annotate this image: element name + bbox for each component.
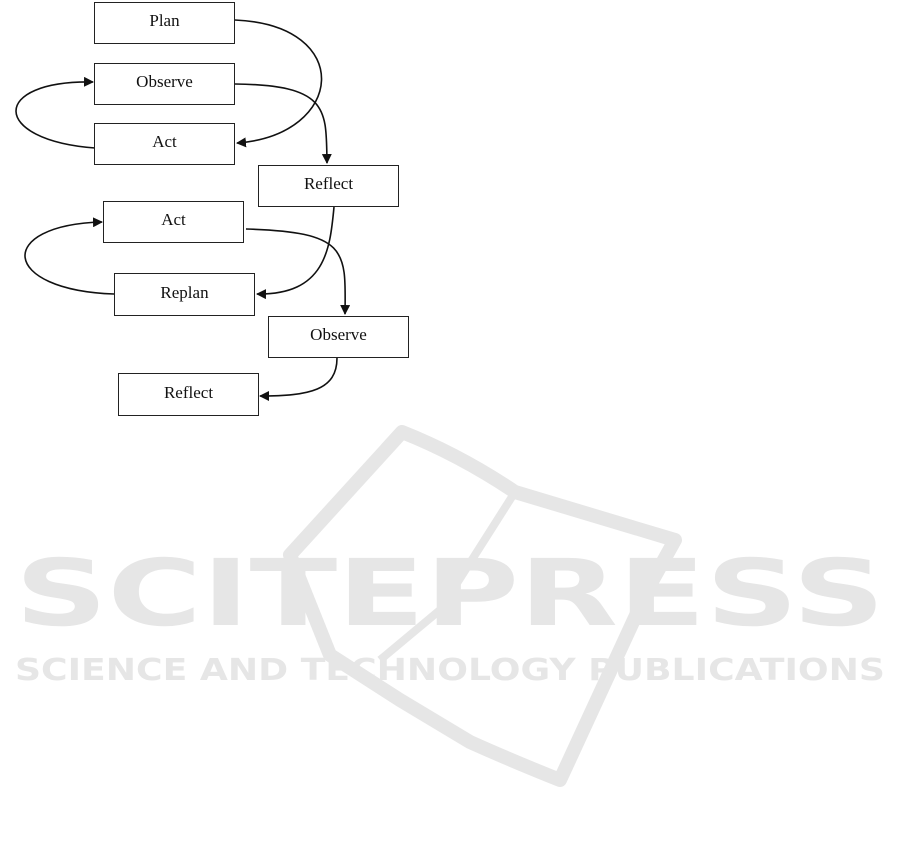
node-act: Act <box>94 123 235 165</box>
node-plan: Plan <box>94 2 235 44</box>
edge-act-to-observe-2 <box>246 229 345 314</box>
node-reflect-label: Reflect <box>304 174 353 194</box>
node-act-2-label: Act <box>161 210 186 230</box>
node-reflect-2-label: Reflect <box>164 383 213 403</box>
edge-act-to-observe <box>16 82 95 148</box>
node-observe-2-label: Observe <box>310 325 367 345</box>
edge-observe-to-reflect-2 <box>260 358 337 396</box>
edge-plan-to-act <box>235 20 322 143</box>
node-replan: Replan <box>114 273 255 316</box>
node-observe: Observe <box>94 63 235 105</box>
node-replan-label: Replan <box>160 283 208 303</box>
node-act-2: Act <box>103 201 244 243</box>
node-observe-label: Observe <box>136 72 193 92</box>
node-observe-2: Observe <box>268 316 409 358</box>
edge-reflect-to-replan <box>257 207 334 294</box>
node-reflect: Reflect <box>258 165 399 207</box>
node-act-label: Act <box>152 132 177 152</box>
node-plan-label: Plan <box>149 11 179 31</box>
node-reflect-2: Reflect <box>118 373 259 416</box>
edge-replan-to-act <box>25 222 114 294</box>
edge-observe-to-reflect <box>235 84 327 163</box>
